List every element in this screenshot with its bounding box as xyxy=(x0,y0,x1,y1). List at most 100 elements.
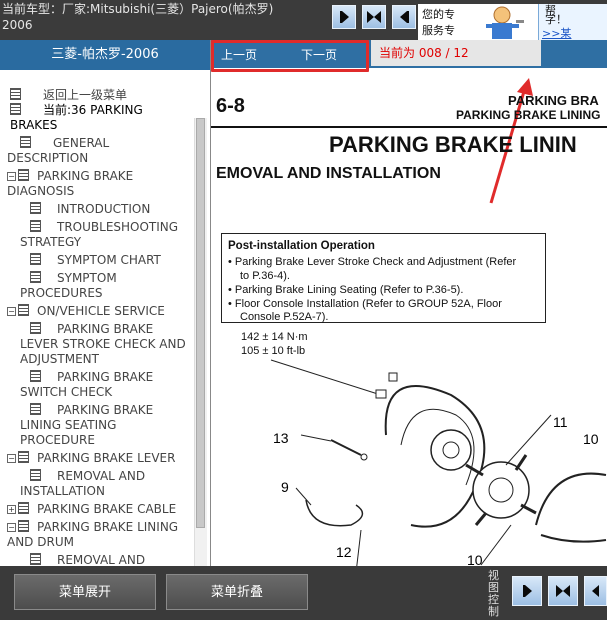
collapse-icon[interactable]: − xyxy=(7,523,16,532)
callout-12: 12 xyxy=(336,544,352,560)
document-icon xyxy=(30,370,41,382)
menu-collapse-button[interactable]: 菜单折叠 xyxy=(166,574,308,610)
bottom-bar: 菜单展开 菜单折叠 视图控制 xyxy=(0,566,607,620)
menu-expand-button[interactable]: 菜单展开 xyxy=(14,574,156,610)
arrow-right-icon xyxy=(367,11,374,23)
sidebar-item-removal-installation[interactable]: REMOVAL AND INSTALLATION xyxy=(20,469,146,498)
sidebar-item-general-description[interactable]: GENERAL DESCRIPTION xyxy=(7,136,110,165)
box-item-2: • Parking Brake Lining Seating (Refer to… xyxy=(228,284,464,296)
sidebar-title: 三菱-帕杰罗-2006 xyxy=(0,40,210,70)
ad-text-line2: 服务专 xyxy=(422,24,455,37)
menu-tree: 返回上一级菜单 当前:36 PARKING BRAKES GENERAL DES… xyxy=(7,88,193,571)
top-bar: 当前车型：厂家:Mitsubishi(三菱）Pajero(帕杰罗) 2006 您… xyxy=(0,0,607,40)
view-prev-button[interactable] xyxy=(584,576,607,606)
sidebar-item-parking-brake-diagnosis[interactable]: −PARKING BRAKE DIAGNOSIS xyxy=(7,169,134,198)
vehicle-info-line2: 2006 xyxy=(2,18,33,32)
folder-icon xyxy=(18,169,29,181)
pager-strip: 上一页 下一页 当前为 008 / 12 xyxy=(211,40,607,72)
sidebar-scrollbar[interactable] xyxy=(194,118,207,604)
vehicle-info-line1: 当前车型：厂家:Mitsubishi(三菱）Pajero(帕杰罗) xyxy=(2,2,274,16)
callout-9: 9 xyxy=(281,479,289,495)
arrow-right-icon xyxy=(524,585,532,597)
ad-text-line1: 您的专 xyxy=(422,8,455,21)
document-icon xyxy=(30,253,41,265)
collapse-icon[interactable]: − xyxy=(7,307,16,316)
box-item-1b: to P.36-4). xyxy=(240,270,290,282)
ad-bubble-text1: 帮 xyxy=(545,4,556,17)
folder-icon xyxy=(18,304,29,316)
header-right1: PARKING BRA xyxy=(508,93,599,108)
callout-10b: 10 xyxy=(467,552,483,566)
document-icon xyxy=(10,103,21,115)
prev-view-button[interactable] xyxy=(392,5,416,29)
mascot-icon xyxy=(486,6,524,39)
folder-icon xyxy=(18,520,29,532)
sidebar-item-symptom-procedures[interactable]: SYMPTOM PROCEDURES xyxy=(20,271,117,300)
next-view-button[interactable] xyxy=(332,5,356,29)
document-icon xyxy=(30,271,41,283)
document-icon xyxy=(30,220,41,232)
view-next-button[interactable] xyxy=(512,576,542,606)
view-split-button[interactable] xyxy=(548,576,578,606)
ad-bubble-text2: 字！ xyxy=(545,13,567,26)
arrow-right-icon xyxy=(556,585,563,597)
ad-link[interactable]: >>某 xyxy=(542,27,572,40)
vehicle-info: 当前车型：厂家:Mitsubishi(三菱）Pajero(帕杰罗) 2006 xyxy=(2,1,320,33)
sidebar-item-removal-and[interactable]: REMOVAL AND xyxy=(10,553,193,568)
arrow-left-icon xyxy=(592,585,599,597)
page-number: 6-8 xyxy=(216,95,245,117)
red-arrow-annotation xyxy=(489,78,533,204)
document-icon xyxy=(20,136,31,148)
sidebar-item-lining-and-drum[interactable]: −PARKING BRAKE LINING AND DRUM xyxy=(7,520,179,549)
torque-nm: 142 ± 14 N·m xyxy=(241,331,308,343)
callout-11: 11 xyxy=(553,414,568,430)
sidebar-item-introduction[interactable]: INTRODUCTION xyxy=(10,202,193,217)
box-title: Post-installation Operation xyxy=(228,240,375,252)
sidebar-item-current[interactable]: 当前:36 PARKING BRAKES xyxy=(10,103,143,132)
document-icon xyxy=(30,553,41,565)
sidebar-item-lining-seating[interactable]: PARKING BRAKE LINING SEATING PROCEDURE xyxy=(20,403,154,447)
sidebar-item-lever-stroke-check[interactable]: PARKING BRAKE LEVER STROKE CHECK AND ADJ… xyxy=(20,322,186,366)
sidebar-item-switch-check[interactable]: PARKING BRAKE SWITCH CHECK xyxy=(20,370,154,399)
pager-highlight-box xyxy=(211,40,369,72)
next-page-button[interactable]: 下一页 xyxy=(301,48,338,62)
sidebar-item-parking-brake-lever[interactable]: −PARKING BRAKE LEVER xyxy=(7,451,176,465)
callout-10a: 10 xyxy=(583,431,599,447)
document-icon xyxy=(30,202,41,214)
split-view-button[interactable] xyxy=(362,5,386,29)
arrow-left-icon xyxy=(563,585,570,597)
view-control-label: 视图控制 xyxy=(488,569,499,618)
prev-page-button[interactable]: 上一页 xyxy=(221,48,258,62)
document-icon xyxy=(30,403,41,415)
doc-title: PARKING BRAKE LININ xyxy=(329,132,577,157)
collapse-icon[interactable]: − xyxy=(7,454,16,463)
sidebar-item-parking-brake-cable[interactable]: +PARKING BRAKE CABLE xyxy=(7,502,177,516)
document-icon xyxy=(10,88,21,100)
torque-ftlb: 105 ± 10 ft-lb xyxy=(241,345,306,357)
ad-bubble: 帮 字！ xyxy=(538,4,607,40)
bar-icon xyxy=(406,11,409,23)
page-status: 当前为 008 / 12 xyxy=(371,40,541,66)
arrow-left-icon xyxy=(399,11,407,23)
sidebar-item-symptom-chart[interactable]: SYMPTOM CHART xyxy=(10,253,193,268)
collapse-icon[interactable]: − xyxy=(7,172,16,181)
arrow-left-icon xyxy=(374,11,381,23)
box-item-3b: Console P.52A-7). xyxy=(240,311,329,323)
ad-banner[interactable]: 您的专 服务专 帮 字！ >>某 xyxy=(418,4,607,40)
callout-13: 13 xyxy=(273,430,289,446)
content-pane: 上一页 下一页 当前为 008 / 12 6-8 PARKING BRA PAR… xyxy=(211,40,607,566)
box-item-1: • Parking Brake Lever Stroke Check and A… xyxy=(228,256,517,268)
brake-diagram: 13 11 10 9 12 10 xyxy=(270,359,607,566)
scrollbar-thumb[interactable] xyxy=(196,118,205,528)
sidebar-item-back[interactable]: 返回上一级菜单 xyxy=(10,88,193,103)
header-right2: PARKING BRAKE LINING xyxy=(456,108,601,122)
sidebar: 三菱-帕杰罗-2006 返回上一级菜单 当前:36 PARKING BRAKES… xyxy=(0,40,211,604)
bar-icon xyxy=(522,585,525,597)
expand-icon[interactable]: + xyxy=(7,505,16,514)
document-icon xyxy=(30,469,41,481)
sidebar-item-on-vehicle-service[interactable]: −ON/VEHICLE SERVICE xyxy=(7,304,165,318)
folder-icon xyxy=(18,502,29,514)
sidebar-item-troubleshooting[interactable]: TROUBLESHOOTING STRATEGY xyxy=(20,220,179,249)
bar-icon xyxy=(339,11,342,23)
arrow-right-icon xyxy=(341,11,349,23)
